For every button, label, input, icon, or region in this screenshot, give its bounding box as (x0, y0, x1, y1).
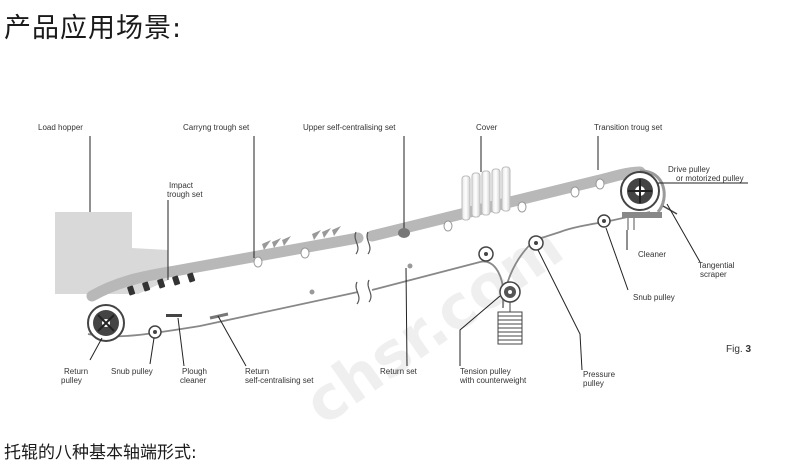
carrying-idlers (253, 178, 605, 268)
label-tangential-scraper: Tangential (698, 261, 735, 270)
label-load-hopper: Load hopper (38, 123, 83, 132)
impact-rollers (127, 272, 196, 296)
label-cover: Cover (476, 123, 498, 132)
label-return-pulley-sub: pulley (61, 376, 82, 385)
leader-lines (89, 136, 748, 371)
snub-pulley-right (597, 214, 611, 228)
return-set-idler (309, 289, 315, 295)
figure-label-number: 3 (745, 344, 751, 355)
belt-break-mark (354, 231, 359, 255)
label-tangential-scraper-sub: scraper (700, 270, 727, 279)
figure-label: Fig. 3 (726, 344, 751, 355)
label-carrying-trough-set: Carryng trough set (183, 123, 250, 132)
upper-self-centralising-idler (398, 228, 410, 238)
upper-belt-left (86, 232, 364, 302)
label-impact-trough-set: Impact (169, 181, 194, 190)
return-pulley (87, 304, 125, 342)
label-tension-pulley: Tension pulley (460, 367, 511, 376)
belt-break-mark (367, 279, 372, 303)
belt-break-mark (366, 231, 371, 255)
counterweight (497, 311, 523, 345)
belt-break-mark (355, 281, 360, 305)
drive-frame (622, 212, 662, 218)
flow-arrows (262, 226, 341, 250)
pressure-pulley (528, 235, 544, 251)
belt-cover (461, 166, 511, 221)
label-drive-pulley: Drive pulley (668, 165, 710, 174)
label-cleaner: Cleaner (638, 250, 666, 259)
label-return-self-centralising-set: Return (245, 367, 269, 376)
label-upper-self-centralising-set: Upper self-centralising set (303, 123, 396, 132)
return-belt-right (371, 211, 651, 309)
label-snub-pulley-right: Snub pulley (633, 293, 675, 302)
return-set-idler (407, 263, 413, 269)
label-pressure-pulley-sub: pulley (583, 379, 604, 388)
label-snub-pulley-left: Snub pulley (111, 367, 153, 376)
section-heading: 托辊的八种基本轴端形式: (4, 443, 197, 463)
page-title: 产品应用场景: (4, 13, 183, 44)
label-return-set: Return set (380, 367, 418, 376)
figure-label-prefix: Fig. (726, 344, 743, 355)
cleaner-shape (627, 218, 635, 230)
label-impact-trough-set-sub: trough set (167, 190, 203, 199)
label-plough-cleaner: Plough (182, 367, 207, 376)
label-return-pulley: Return (64, 367, 88, 376)
label-transition-trough-set: Transition troug set (594, 123, 663, 132)
bend-pulley (478, 246, 494, 262)
label-plough-cleaner-sub: cleaner (180, 376, 207, 385)
label-pressure-pulley: Pressure (583, 370, 616, 379)
label-return-self-centralising-set-sub: self-centralising set (245, 376, 314, 385)
tension-pulley (499, 281, 521, 312)
label-tension-pulley-sub: with counterweight (459, 376, 527, 385)
belt-wrap-drive (639, 169, 666, 213)
snub-pulley-left (148, 325, 162, 339)
plough-cleaner-shape (166, 314, 182, 317)
drive-pulley (620, 171, 660, 211)
return-self-centralising-shape (209, 312, 229, 320)
label-drive-pulley-sub: or motorized pulley (676, 174, 744, 183)
